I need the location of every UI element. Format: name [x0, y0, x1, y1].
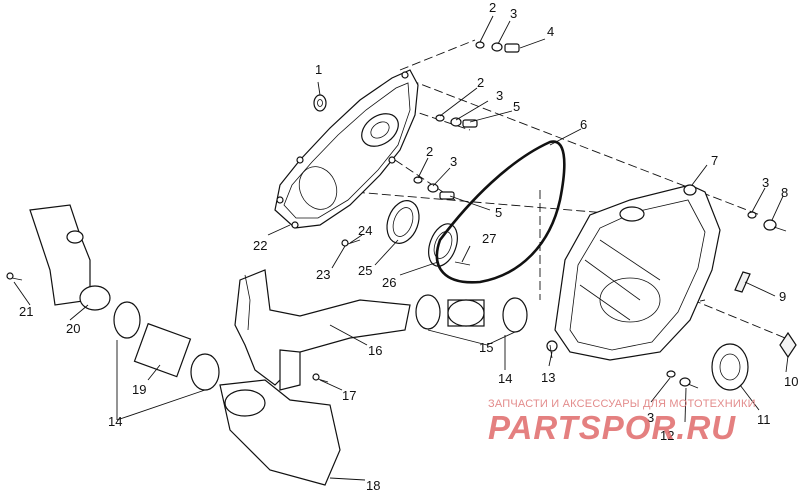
left-hoses: [29, 204, 341, 486]
callout-3: 3: [762, 175, 769, 190]
washer-1: [313, 94, 327, 112]
callout-12: 12: [660, 428, 674, 443]
callout-23: 23: [316, 267, 330, 282]
outer-clutch-cover: [546, 184, 721, 361]
leader-lines: [13, 15, 789, 481]
callout-19: 19: [132, 382, 146, 397]
callout-17: 17: [342, 388, 356, 403]
drive-belt: [435, 140, 566, 284]
part-numbers: 2 3 4 2 3 5 2 3 5 6 7 3 8 9 10 11 12 3 1…: [19, 0, 798, 493]
screw-13: [549, 344, 553, 359]
callout-3: 3: [647, 410, 654, 425]
callout-2: 2: [426, 144, 433, 159]
round-gasket: [711, 343, 749, 391]
callout-24: 24: [358, 223, 372, 238]
small-label: [779, 331, 797, 359]
watermark-caption: ЗАПЧАСТИ И АКСЕССУАРЫ ДЛЯ МОТОТЕХНИКИ: [488, 398, 756, 410]
callout-14: 14: [498, 371, 512, 386]
callout-13: 13: [541, 370, 555, 385]
seal-ring: [386, 200, 420, 244]
decal: [734, 271, 751, 293]
intake-duct: [234, 269, 411, 391]
callout-26: 26: [382, 275, 396, 290]
callout-3: 3: [510, 6, 517, 21]
callout-2: 2: [489, 0, 496, 15]
callout-16: 16: [368, 343, 382, 358]
screw-23: [341, 239, 361, 247]
callout-4: 4: [547, 24, 554, 39]
screw-17: [312, 373, 329, 383]
top-fasteners: [413, 41, 520, 200]
bolt-8: [747, 211, 787, 232]
callout-1: 1: [315, 62, 322, 77]
callout-21: 21: [19, 304, 33, 319]
watermark: ЗАПЧАСТИ И АКСЕССУАРЫ ДЛЯ МОТОТЕХНИКИ PA…: [488, 398, 798, 445]
inner-cover-plate: [274, 69, 419, 229]
callout-27: 27: [482, 231, 496, 246]
callout-20: 20: [66, 321, 80, 336]
callout-25: 25: [358, 263, 372, 278]
callout-5: 5: [495, 205, 502, 220]
screw-12: [679, 377, 699, 389]
callout-6: 6: [580, 117, 587, 132]
callout-22: 22: [253, 238, 267, 253]
callout-18: 18: [366, 478, 380, 493]
callout-8: 8: [781, 185, 788, 200]
callout-10: 10: [784, 374, 798, 389]
watermark-logo: PARTSPOR.RU: [488, 409, 737, 446]
callout-9: 9: [779, 289, 786, 304]
screw-21: [6, 272, 23, 281]
washer-3e: [666, 370, 676, 378]
callout-3: 3: [450, 154, 457, 169]
callout-7: 7: [711, 153, 718, 168]
callout-14: 14: [108, 414, 122, 429]
callout-3: 3: [496, 88, 503, 103]
callout-2: 2: [477, 75, 484, 90]
callout-15: 15: [479, 340, 493, 355]
callout-11: 11: [757, 412, 771, 427]
callout-5: 5: [513, 99, 520, 114]
duct-coupler: [415, 294, 528, 333]
bolt-27: [454, 261, 471, 266]
